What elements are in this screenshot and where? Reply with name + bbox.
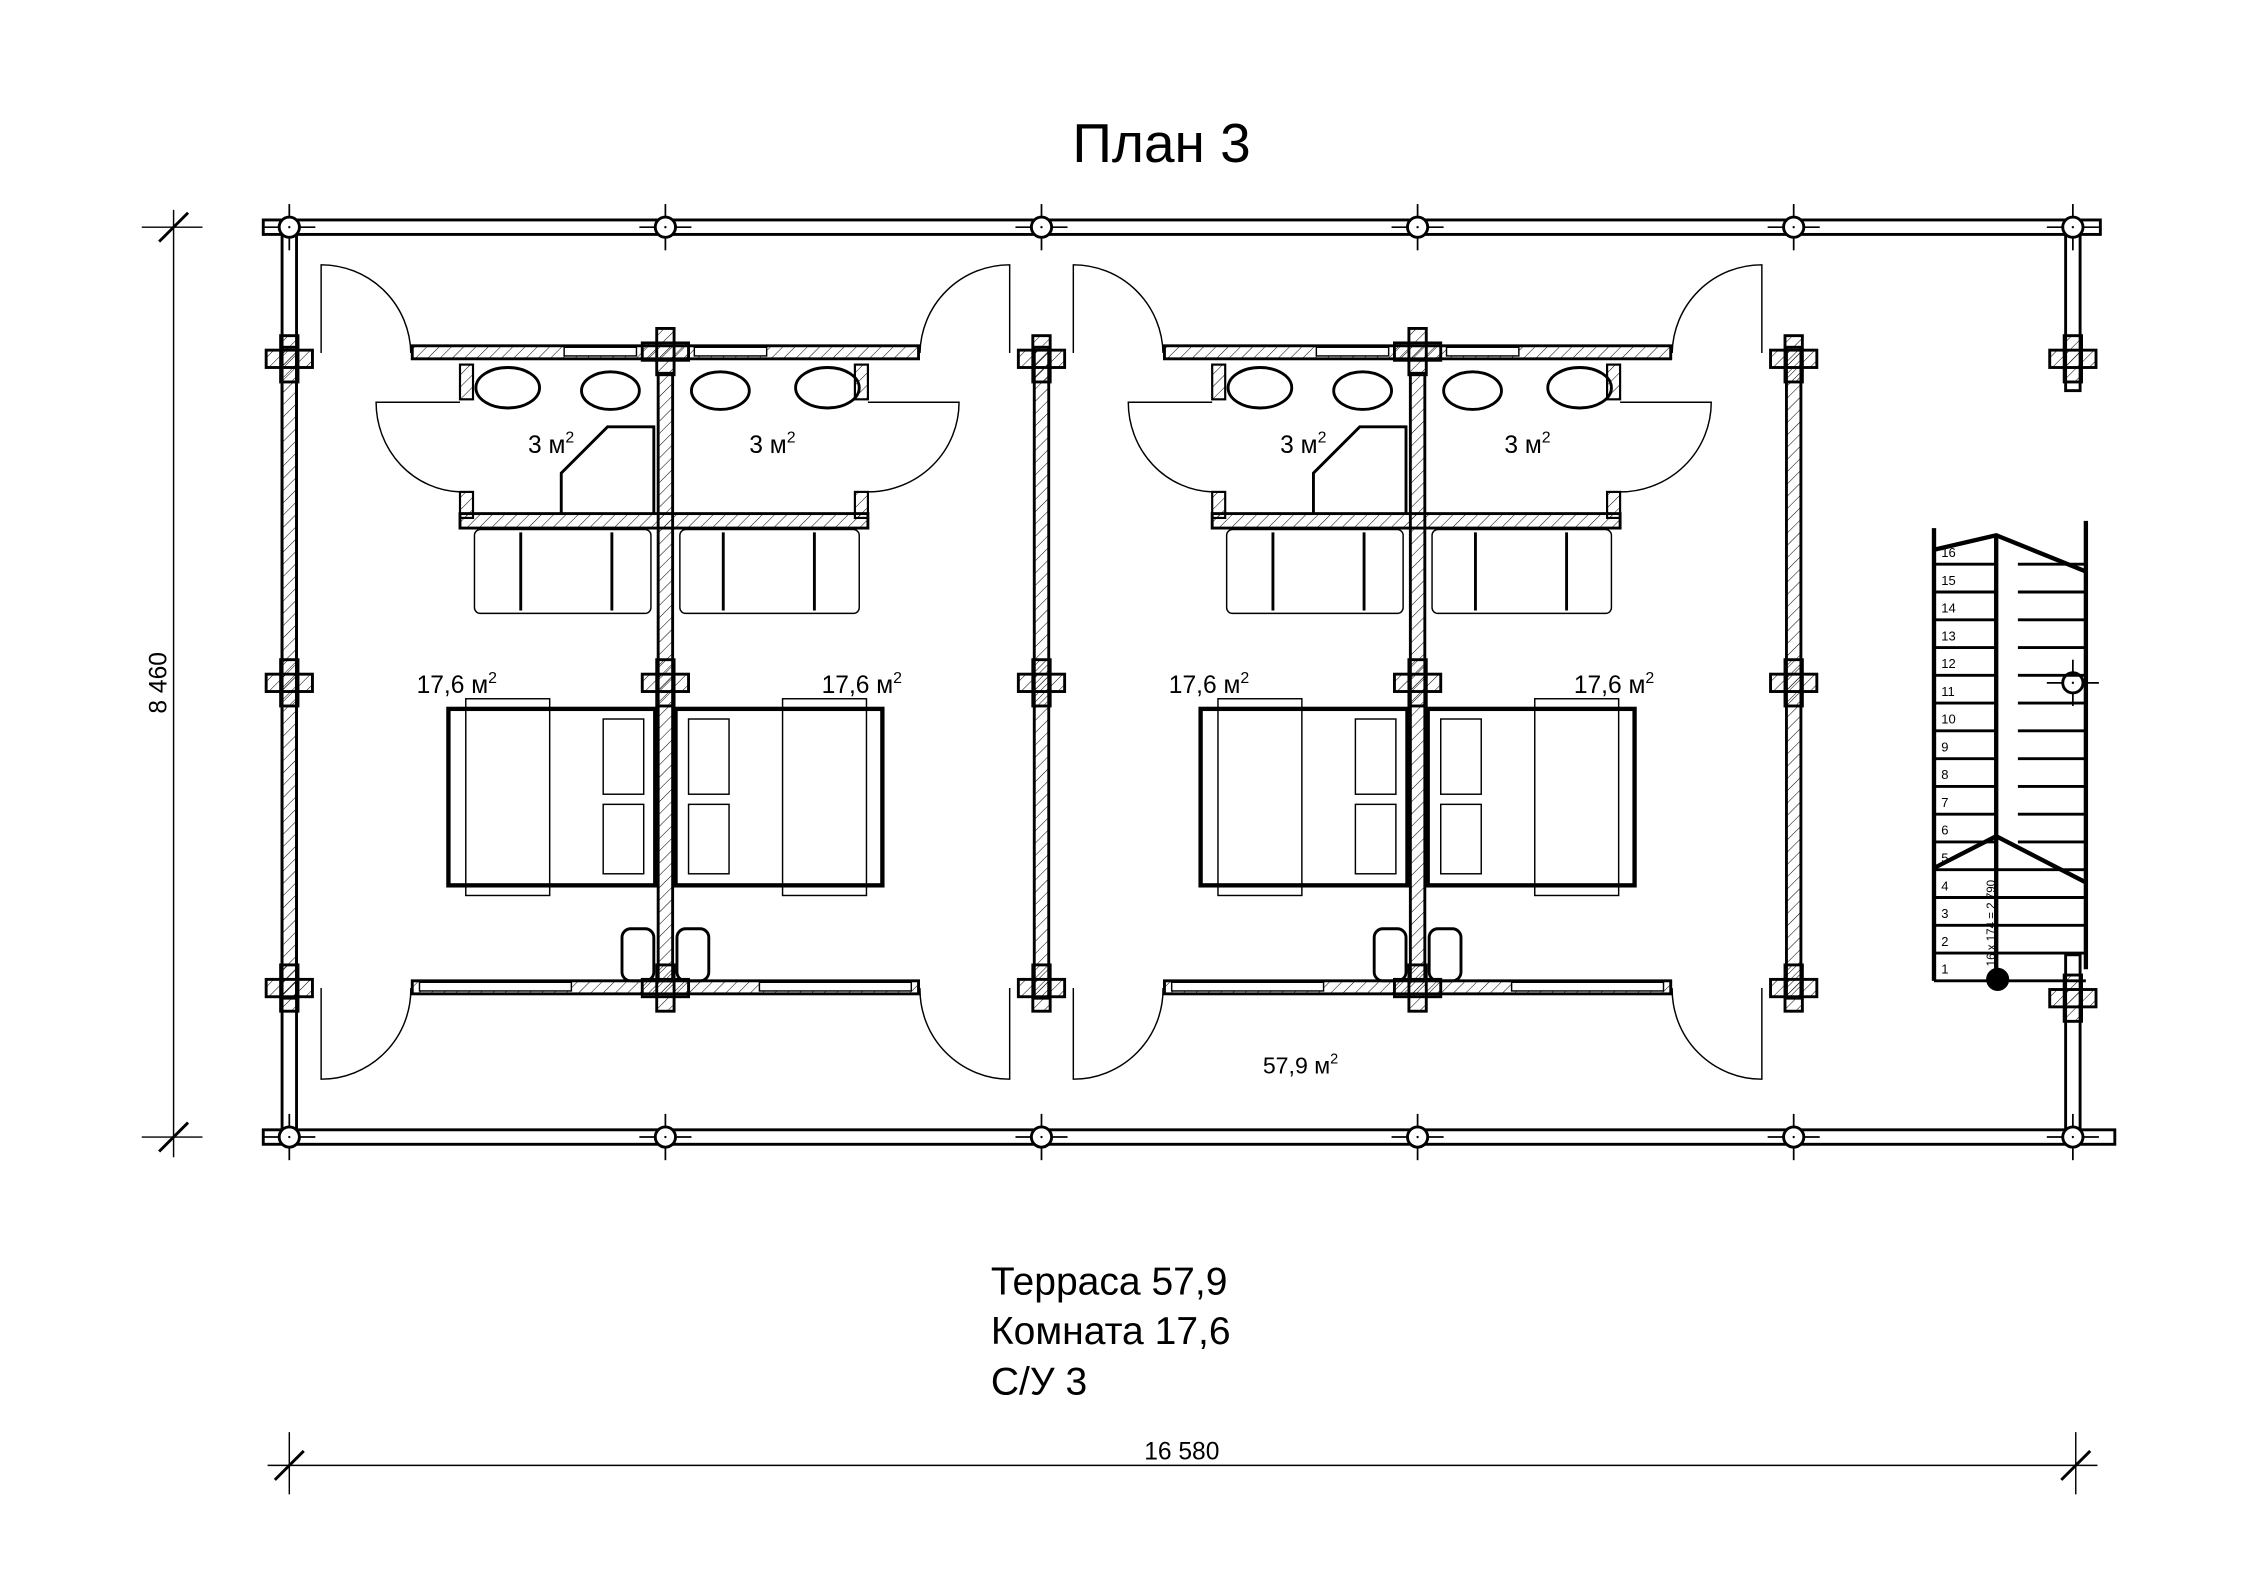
terrace-area-label: 57,9 м2 [1263,1051,1338,1078]
room-area-label: 17,6 м2 [1169,670,1250,699]
stair-step-number: 14 [1941,601,1955,616]
room-area-label: 17,6 м2 [417,670,498,699]
width-dimension-text: 16 580 [1144,1439,1219,1466]
stair-step-number: 3 [1941,906,1948,921]
bath-area-label: 3 м2 [1504,430,1550,459]
room-area-label: 17,6 м2 [822,670,903,699]
dimension-height: 8 460 [141,209,203,1158]
stair-step-number: 1 [1941,962,1948,977]
bath-area-label: 3 м2 [1280,430,1326,459]
legend-bathroom: С/У 3 [991,1361,1087,1404]
height-dimension-text: 8 460 [145,652,172,714]
area-legend: Терраса 57,9 Комната 17,6 С/У 3 [991,1261,1231,1404]
stair-step-number: 8 [1941,767,1948,782]
legend-room: Комната 17,6 [991,1310,1231,1353]
stair-label: 16 x 174 = 2 790 [1986,880,1998,966]
stair-step-number: 15 [1941,573,1955,588]
stair-step-number: 13 [1941,628,1955,643]
stair-step-number: 10 [1941,712,1955,727]
stair-step-number: 6 [1941,823,1948,838]
legend-terrace: Терраса 57,9 [991,1261,1228,1304]
bath-area-label: 3 м2 [528,430,574,459]
stair-step-number: 9 [1941,739,1948,754]
stair-step-number: 16 [1941,545,1955,560]
terrace-frame [261,218,2117,1146]
dimension-width: 16 580 [267,1432,2098,1495]
stair-step-number: 5 [1941,850,1948,865]
stair-step-number: 7 [1941,795,1948,810]
stair-step-number: 4 [1941,878,1948,893]
room-area-label: 17,6 м2 [1574,670,1655,699]
stair-step-number: 11 [1941,684,1955,699]
stair-step-number: 12 [1941,656,1955,671]
stair-step-number: 2 [1941,934,1948,949]
bath-area-label: 3 м2 [749,430,795,459]
plan-title: План 3 [1072,112,1250,174]
